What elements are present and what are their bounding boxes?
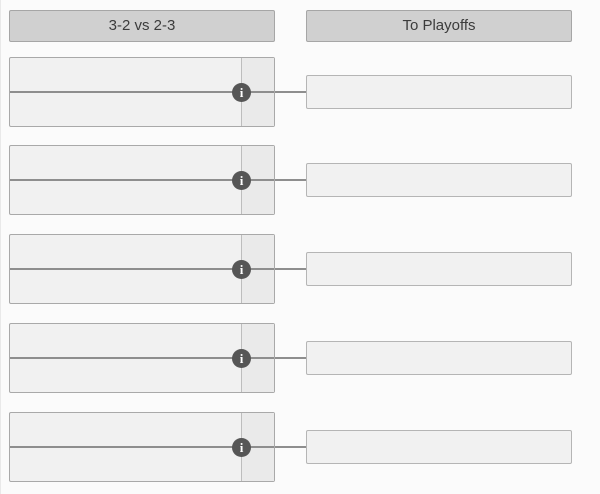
bracket-connector-line (275, 91, 306, 93)
match-divider-line (10, 268, 274, 270)
match-divider-line (10, 91, 274, 93)
bracket-match-row: i (9, 323, 573, 393)
column-header-playoffs: To Playoffs (306, 10, 572, 42)
match-info-icon[interactable]: i (232, 171, 251, 190)
info-glyph: i (239, 262, 244, 277)
advance-slot (306, 163, 572, 197)
column-header-round: 3-2 vs 2-3 (9, 10, 275, 42)
match-box: i (9, 323, 275, 393)
advance-slot (306, 341, 572, 375)
info-glyph: i (239, 173, 244, 188)
match-box: i (9, 234, 275, 304)
advance-slot (306, 75, 572, 109)
bracket-match-row: i (9, 412, 573, 482)
advance-slot (306, 430, 572, 464)
bracket-connector-line (275, 179, 306, 181)
info-glyph: i (239, 351, 244, 366)
match-info-icon[interactable]: i (232, 349, 251, 368)
match-box: i (9, 145, 275, 215)
match-box: i (9, 57, 275, 127)
match-divider-line (10, 446, 274, 448)
info-glyph: i (239, 440, 244, 455)
bracket-match-row: i (9, 234, 573, 304)
match-info-icon[interactable]: i (232, 438, 251, 457)
match-divider-line (10, 357, 274, 359)
advance-slot (306, 252, 572, 286)
match-box: i (9, 412, 275, 482)
info-glyph: i (239, 85, 244, 100)
match-info-icon[interactable]: i (232, 83, 251, 102)
bracket-match-row: i (9, 57, 573, 127)
bracket-connector-line (275, 446, 306, 448)
bracket-match-row: i (9, 145, 573, 215)
match-divider-line (10, 179, 274, 181)
match-info-icon[interactable]: i (232, 260, 251, 279)
bracket-connector-line (275, 357, 306, 359)
bracket-connector-line (275, 268, 306, 270)
